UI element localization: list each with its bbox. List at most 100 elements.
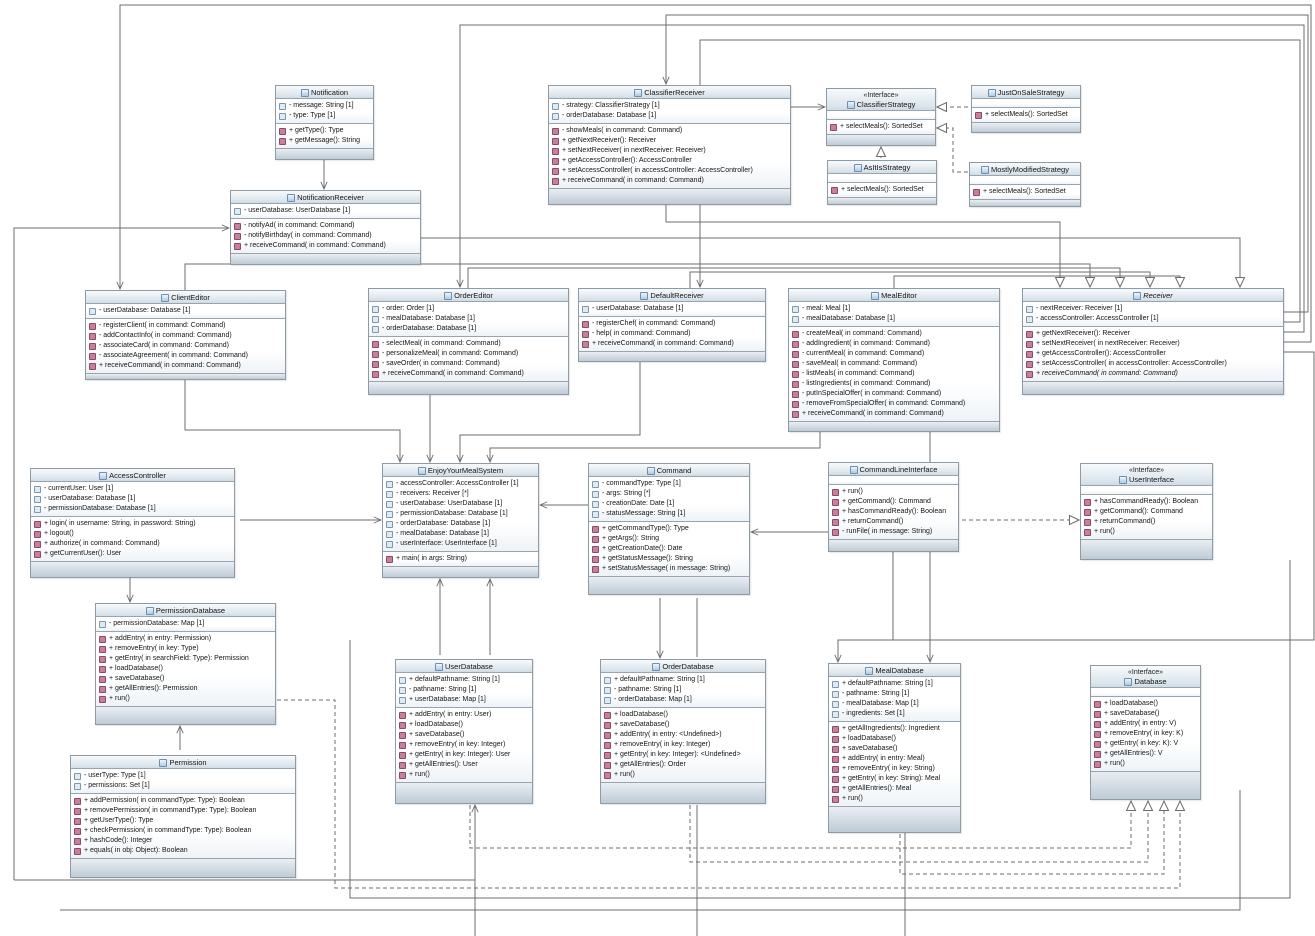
- operation[interactable]: + selectMeals(): SortedSet: [830, 122, 932, 132]
- operation[interactable]: + returnCommand(): [1084, 517, 1209, 527]
- class-client-editor[interactable]: ClientEditor- userDatabase: Database [1]…: [85, 290, 286, 380]
- operation[interactable]: + run(): [1094, 759, 1197, 769]
- operation[interactable]: - associateAgreement( in command: Comman…: [89, 351, 282, 361]
- operation[interactable]: + run(): [832, 794, 957, 804]
- operation[interactable]: - addContactInfo( in command: Command): [89, 331, 282, 341]
- operation[interactable]: + getType(): Type: [279, 126, 370, 136]
- operation[interactable]: + hasCommandReady(): Boolean: [832, 507, 955, 517]
- operation[interactable]: + getMessage(): String: [279, 136, 370, 146]
- class-header[interactable]: CommandLineInterface: [829, 463, 958, 477]
- class-header[interactable]: UserDatabase: [396, 660, 532, 674]
- attribute[interactable]: - userDatabase: Database [1]: [34, 494, 231, 504]
- class-header[interactable]: ClassifierReceiver: [549, 86, 790, 100]
- operation[interactable]: + getUserType(): Type: [74, 816, 292, 826]
- operation[interactable]: + run(): [832, 487, 955, 497]
- operation[interactable]: - associateCard( in command: Command): [89, 341, 282, 351]
- operation[interactable]: + run(): [99, 694, 272, 704]
- operation[interactable]: + getCreationDate(): Date: [592, 544, 746, 554]
- operation[interactable]: + removeEntry( in key: K): [1094, 729, 1197, 739]
- attribute[interactable]: - accessController: AccessController [1]: [1026, 314, 1280, 324]
- operation[interactable]: + selectMeals(): SortedSet: [973, 187, 1077, 197]
- operation[interactable]: + loadDatabase(): [1094, 699, 1197, 709]
- attribute[interactable]: - mealDatabase: Database [1]: [386, 529, 535, 539]
- operation[interactable]: + addEntry( in entry: <Undefined>): [604, 730, 762, 740]
- attribute[interactable]: + defaultPathname: String [1]: [832, 679, 957, 689]
- attribute[interactable]: - orderDatabase: Map [1]: [604, 695, 762, 705]
- attribute[interactable]: - orderDatabase: Database [1]: [386, 519, 535, 529]
- attribute[interactable]: - orderDatabase: Database [1]: [372, 324, 565, 334]
- operation[interactable]: + addPermission( in commandType: Type): …: [74, 796, 292, 806]
- operation[interactable]: + authorize( in command: Command): [34, 539, 231, 549]
- class-receiver[interactable]: Receiver- nextReceiver: Receiver [1]- ac…: [1022, 288, 1284, 395]
- attribute[interactable]: - userDatabase: UserDatabase [1]: [386, 499, 535, 509]
- operation[interactable]: + removeEntry( in key: String): [832, 764, 957, 774]
- attribute[interactable]: + defaultPathname: String [1]: [604, 675, 762, 685]
- attribute[interactable]: - accessController: AccessController [1]: [386, 479, 535, 489]
- operation[interactable]: + logout(): [34, 529, 231, 539]
- operation[interactable]: + saveDatabase(): [399, 730, 529, 740]
- attribute[interactable]: - mealDatabase: Database [1]: [792, 314, 996, 324]
- attribute[interactable]: - creationDate: Date [1]: [592, 499, 746, 509]
- class-notification[interactable]: Notification- message: String [1]- type:…: [275, 85, 374, 160]
- operation[interactable]: - notifyBirthday( in command: Command): [234, 231, 417, 241]
- operation[interactable]: + getAllEntries(): Order: [604, 760, 762, 770]
- attribute[interactable]: - userType: Type [1]: [74, 771, 292, 781]
- class-user-interface[interactable]: «Interface»UserInterface+ hasCommandRead…: [1080, 463, 1213, 560]
- operation[interactable]: + getNextReceiver(): Receiver: [552, 136, 787, 146]
- attribute[interactable]: - pathname: String [1]: [604, 685, 762, 695]
- operation[interactable]: + getEntry( in key: String): Meal: [832, 774, 957, 784]
- operation[interactable]: + getCommand(): Command: [1084, 507, 1209, 517]
- class-header[interactable]: «Interface»UserInterface: [1081, 464, 1212, 487]
- class-as-it-is-strategy[interactable]: AsItIsStrategy+ selectMeals(): SortedSet: [827, 160, 937, 205]
- operation[interactable]: + main( in args: String): [386, 554, 535, 564]
- class-access-controller[interactable]: AccessController- currentUser: User [1]-…: [30, 468, 235, 578]
- class-header[interactable]: MealEditor: [789, 289, 999, 303]
- attribute[interactable]: - args: String [*]: [592, 489, 746, 499]
- operation[interactable]: + getAllEntries(): User: [399, 760, 529, 770]
- operation[interactable]: + receiveCommand( in command: Command): [582, 339, 762, 349]
- operation[interactable]: + removeEntry( in key: Integer): [399, 740, 529, 750]
- attribute[interactable]: - meal: Meal [1]: [792, 304, 996, 314]
- class-order-database[interactable]: OrderDatabase+ defaultPathname: String […: [600, 659, 766, 804]
- operation[interactable]: + equals( in obj: Object): Boolean: [74, 846, 292, 856]
- class-header[interactable]: JustOnSaleStrategy: [972, 86, 1080, 100]
- operation[interactable]: + removeEntry( in key: Type): [99, 644, 272, 654]
- attribute[interactable]: - permissionDatabase: Database [1]: [386, 509, 535, 519]
- operation[interactable]: + addEntry( in entry: User): [399, 710, 529, 720]
- class-meal-editor[interactable]: MealEditor- meal: Meal [1]- mealDatabase…: [788, 288, 1000, 432]
- operation[interactable]: + receiveCommand( in command: Command): [792, 409, 996, 419]
- attribute[interactable]: - pathname: String [1]: [399, 685, 529, 695]
- operation[interactable]: - personalizeMeal( in command: Command): [372, 349, 565, 359]
- class-command[interactable]: Command- commandType: Type [1]- args: St…: [588, 463, 750, 595]
- operation[interactable]: + getEntry( in key: K): V: [1094, 739, 1197, 749]
- operation[interactable]: - saveOrder( in command: Command): [372, 359, 565, 369]
- class-enjoy-your-meal-system[interactable]: EnjoyYourMealSystem- accessController: A…: [382, 463, 539, 578]
- class-header[interactable]: «Interface»ClassifierStrategy: [827, 89, 935, 112]
- operation[interactable]: + loadDatabase(): [604, 710, 762, 720]
- operation[interactable]: + receiveCommand( in command: Command): [234, 241, 417, 251]
- attribute[interactable]: - statusMessage: String [1]: [592, 509, 746, 519]
- operation[interactable]: + loadDatabase(): [399, 720, 529, 730]
- attribute[interactable]: - userDatabase: UserDatabase [1]: [234, 206, 417, 216]
- class-header[interactable]: PermissionDatabase: [96, 604, 275, 618]
- class-header[interactable]: Permission: [71, 756, 295, 770]
- attribute[interactable]: - mealDatabase: Map [1]: [832, 699, 957, 709]
- operation[interactable]: + saveDatabase(): [832, 744, 957, 754]
- operation[interactable]: + checkPermission( in commandType: Type)…: [74, 826, 292, 836]
- class-database[interactable]: «Interface»Database+ loadDatabase()+ sav…: [1090, 665, 1201, 800]
- class-header[interactable]: OrderEditor: [369, 289, 568, 303]
- class-default-receiver[interactable]: DefaultReceiver- userDatabase: Database …: [578, 288, 766, 362]
- operation[interactable]: + getAllEntries(): V: [1094, 749, 1197, 759]
- operation[interactable]: - saveMeal( in command: Command): [792, 359, 996, 369]
- operation[interactable]: + getCommandType(): Type: [592, 524, 746, 534]
- class-command-line-interface[interactable]: CommandLineInterface+ run()+ getCommand(…: [828, 462, 959, 552]
- operation[interactable]: + loadDatabase(): [832, 734, 957, 744]
- operation[interactable]: - putInSpecialOffer( in command: Command…: [792, 389, 996, 399]
- operation[interactable]: + receiveCommand( in command: Command): [1026, 369, 1280, 379]
- class-header[interactable]: MealDatabase: [829, 664, 960, 678]
- operation[interactable]: + run(): [1084, 527, 1209, 537]
- class-just-on-sale-strategy[interactable]: JustOnSaleStrategy+ selectMeals(): Sorte…: [971, 85, 1081, 133]
- operation[interactable]: - selectMeal( in command: Command): [372, 339, 565, 349]
- attribute[interactable]: - commandType: Type [1]: [592, 479, 746, 489]
- attribute[interactable]: - orderDatabase: Database [1]: [552, 111, 787, 121]
